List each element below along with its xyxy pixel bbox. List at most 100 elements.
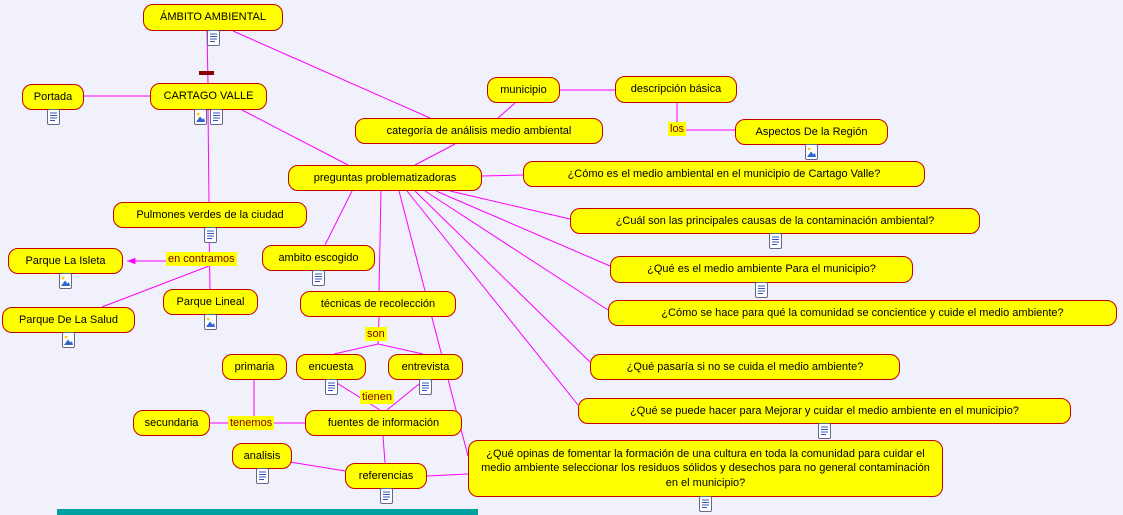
edge-preguntas--como-se-hace bbox=[424, 190, 609, 311]
resource-links-aspectos-region bbox=[735, 144, 888, 160]
concept-parque-salud[interactable]: Parque De La Salud bbox=[2, 307, 135, 333]
resource-links-portada bbox=[22, 109, 84, 125]
concept-label: Parque De La Salud bbox=[18, 313, 119, 326]
document-icon[interactable] bbox=[206, 30, 220, 46]
concept-que-opinas[interactable]: ¿Qué opinas de fomentar la formación de … bbox=[468, 440, 943, 497]
concept-label: CARTAGO VALLE bbox=[163, 90, 254, 103]
concept-analisis[interactable]: analisis bbox=[232, 443, 292, 469]
concept-label: preguntas problematizadoras bbox=[313, 171, 457, 184]
concept-label: secundaria bbox=[144, 416, 199, 429]
document-icon[interactable] bbox=[379, 488, 393, 504]
concept-que-se-puede[interactable]: ¿Qué se puede hacer para Mejorar y cuida… bbox=[578, 398, 1071, 424]
concept-encuesta[interactable]: encuesta bbox=[296, 354, 366, 380]
concept-que-pasaria[interactable]: ¿Qué pasaría si no se cuida el medio amb… bbox=[590, 354, 900, 380]
resource-links-referencias bbox=[345, 488, 427, 504]
resource-links-parque-isleta bbox=[8, 273, 123, 289]
document-icon[interactable] bbox=[324, 379, 338, 395]
concept-cual-son[interactable]: ¿Cuál son las principales causas de la c… bbox=[570, 208, 980, 234]
link-label-tenemos[interactable]: tenemos bbox=[228, 416, 275, 430]
edge-tecnicas--entrevista bbox=[377, 343, 424, 355]
resource-links-encuesta bbox=[296, 379, 366, 395]
concept-categoria-analisis[interactable]: categoría de análisis medio ambiental bbox=[355, 118, 603, 144]
concept-referencias[interactable]: referencias bbox=[345, 463, 427, 489]
concept-parque-isleta[interactable]: Parque La Isleta bbox=[8, 248, 123, 274]
concept-parque-lineal[interactable]: Parque Lineal bbox=[163, 289, 258, 315]
concept-ambito-escogido[interactable]: ambito escogido bbox=[262, 245, 375, 271]
resource-links-que-es-medio bbox=[610, 282, 913, 298]
concept-tecnicas[interactable]: técnicas de recolección bbox=[300, 291, 456, 317]
image-icon[interactable] bbox=[805, 144, 818, 160]
document-icon[interactable] bbox=[768, 233, 782, 249]
concept-label: ¿Qué pasaría si no se cuida el medio amb… bbox=[626, 360, 864, 373]
concept-cartago-valle[interactable]: CARTAGO VALLE bbox=[150, 83, 267, 110]
link-label-tienen[interactable]: tienen bbox=[360, 390, 394, 404]
link-label-son[interactable]: son bbox=[365, 327, 387, 341]
concept-label: categoría de análisis medio ambiental bbox=[386, 124, 572, 137]
image-icon[interactable] bbox=[62, 332, 75, 348]
document-icon[interactable] bbox=[699, 496, 712, 512]
document-icon[interactable] bbox=[312, 270, 325, 286]
image-icon[interactable] bbox=[59, 273, 72, 289]
arrowhead-icon bbox=[127, 257, 136, 265]
concept-label: ¿Cuál son las principales causas de la c… bbox=[615, 214, 935, 227]
resource-links-ambito-escogido bbox=[262, 270, 375, 286]
concept-municipio[interactable]: municipio bbox=[487, 77, 560, 103]
edge-fuentes--referencias bbox=[382, 435, 386, 464]
resource-links-que-se-puede bbox=[578, 423, 1071, 439]
concept-primaria[interactable]: primaria bbox=[222, 354, 287, 380]
resource-links-parque-salud bbox=[2, 332, 135, 348]
concept-label: municipio bbox=[500, 83, 547, 96]
concept-label: fuentes de información bbox=[327, 416, 440, 429]
concept-label: encuesta bbox=[308, 360, 354, 373]
concept-label: ¿Qué se puede hacer para Mejorar y cuida… bbox=[630, 404, 1019, 417]
document-icon[interactable] bbox=[755, 282, 768, 298]
concept-label: ambito escogido bbox=[278, 251, 359, 264]
edge-analisis--referencias bbox=[289, 461, 346, 472]
resource-links-ambito-ambiental bbox=[143, 30, 283, 46]
concept-label: analisis bbox=[243, 449, 281, 462]
edge-preguntas--que-es-medio bbox=[435, 190, 611, 267]
document-icon[interactable] bbox=[818, 423, 831, 439]
resource-links-parque-lineal bbox=[163, 314, 258, 330]
concept-secundaria[interactable]: secundaria bbox=[133, 410, 210, 436]
concept-label: Pulmones verdes de la ciudad bbox=[136, 208, 284, 221]
concept-label: Parque Lineal bbox=[176, 295, 245, 308]
concept-portada[interactable]: Portada bbox=[22, 84, 84, 110]
resource-links-que-opinas bbox=[468, 496, 943, 512]
concept-que-es-medio[interactable]: ¿Qué es el medio ambiente Para el munici… bbox=[610, 256, 913, 283]
concept-label: Aspectos De la Región bbox=[755, 125, 868, 138]
concept-descripcion-basica[interactable]: descripción básica bbox=[615, 76, 737, 103]
edge-preguntas--que-se-puede bbox=[406, 190, 579, 406]
resource-links-pulmones bbox=[113, 227, 307, 243]
concept-fuentes[interactable]: fuentes de información bbox=[305, 410, 462, 436]
concept-label: ¿Cómo es el medio ambiental en el munici… bbox=[567, 167, 881, 180]
concept-ambito-ambiental[interactable]: ÁMBITO AMBIENTAL bbox=[143, 4, 283, 31]
edge-preguntas--tecnicas bbox=[378, 190, 382, 292]
image-icon[interactable] bbox=[204, 314, 217, 330]
edge-categoria-analisis--preguntas bbox=[414, 143, 456, 166]
concept-entrevista[interactable]: entrevista bbox=[388, 354, 463, 380]
edge-cartago-valle--preguntas bbox=[241, 109, 349, 166]
document-icon[interactable] bbox=[255, 468, 269, 484]
bottom-edge-bar bbox=[57, 509, 478, 515]
concept-como-es[interactable]: ¿Cómo es el medio ambiental en el munici… bbox=[523, 161, 925, 187]
concept-como-se-hace[interactable]: ¿Cómo se hace para qué la comunidad se c… bbox=[608, 300, 1117, 326]
document-icon[interactable] bbox=[419, 379, 432, 395]
link-label-los[interactable]: los bbox=[668, 122, 687, 136]
concept-aspectos-region[interactable]: Aspectos De la Región bbox=[735, 119, 888, 145]
image-icon[interactable] bbox=[194, 109, 207, 125]
resource-links-entrevista bbox=[388, 379, 463, 395]
edge-referencias--que-opinas bbox=[426, 473, 469, 477]
document-icon[interactable] bbox=[210, 109, 223, 125]
document-icon[interactable] bbox=[46, 109, 60, 125]
concept-pulmones[interactable]: Pulmones verdes de la ciudad bbox=[113, 202, 307, 228]
edge-preguntas--como-es bbox=[481, 174, 524, 177]
document-icon[interactable] bbox=[203, 227, 217, 243]
link-label-en-contramos[interactable]: en contramos bbox=[166, 252, 237, 266]
edge-preguntas--que-pasaria bbox=[414, 190, 591, 363]
concept-preguntas[interactable]: preguntas problematizadoras bbox=[288, 165, 482, 191]
resource-links-cual-son bbox=[570, 233, 980, 249]
edge-cartago-valle--pulmones bbox=[207, 109, 210, 203]
